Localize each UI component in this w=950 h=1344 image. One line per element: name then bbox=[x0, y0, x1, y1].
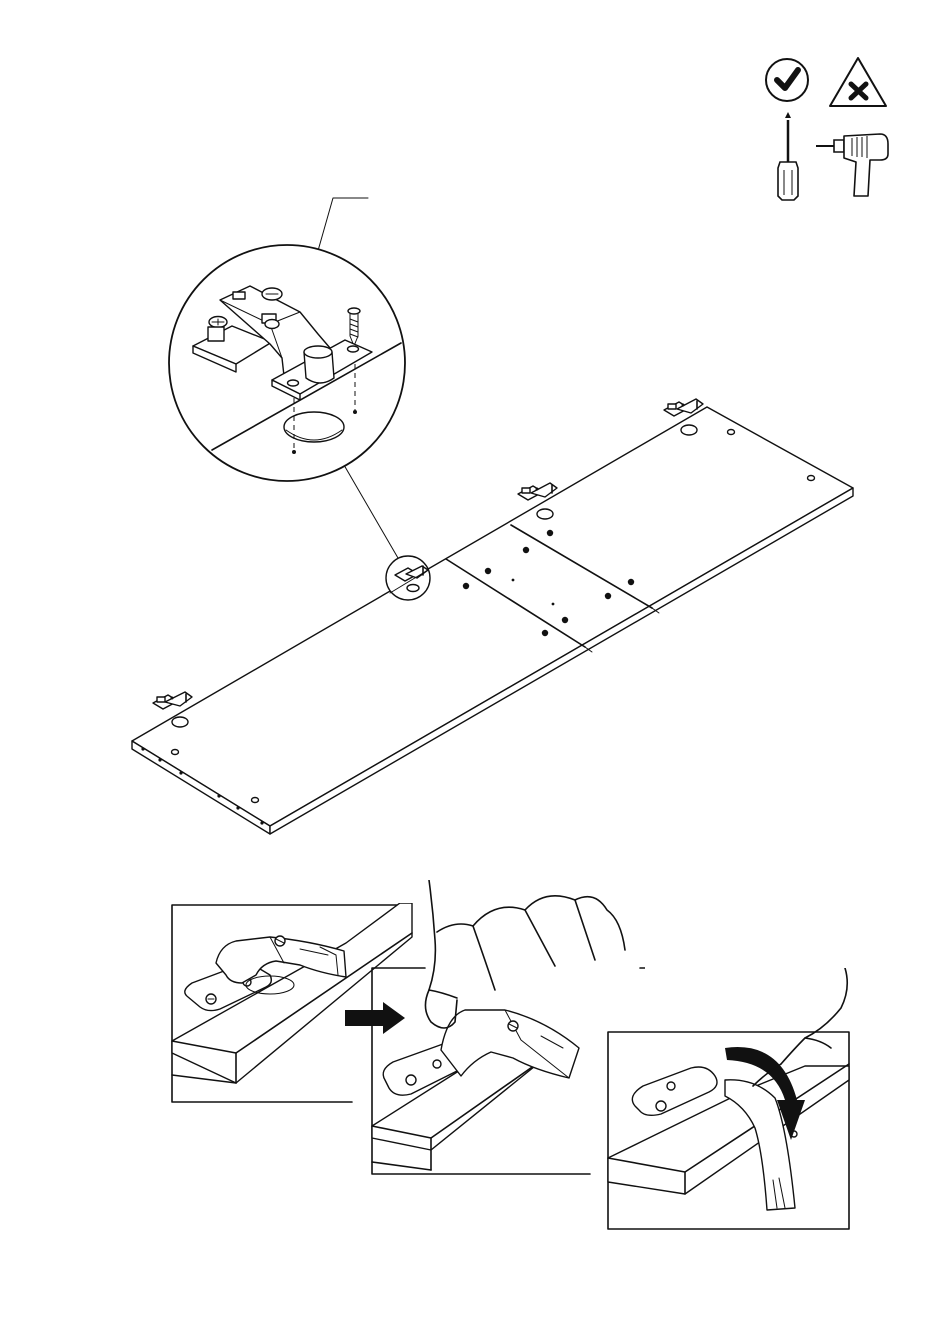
hinge-detail-small-circle bbox=[386, 556, 430, 600]
hinge-detail-magnifier bbox=[169, 245, 405, 481]
hand-pressing bbox=[425, 880, 625, 1028]
x-triangle-icon bbox=[830, 58, 886, 106]
hinge-small-left bbox=[153, 692, 192, 709]
hinge-clip-on-step-2 bbox=[345, 880, 645, 1175]
main-figure bbox=[0, 180, 950, 860]
checkmark-circle-icon bbox=[766, 59, 808, 101]
push-arrow-icon bbox=[345, 1002, 405, 1034]
hinge-release-step-3 bbox=[605, 968, 855, 1233]
